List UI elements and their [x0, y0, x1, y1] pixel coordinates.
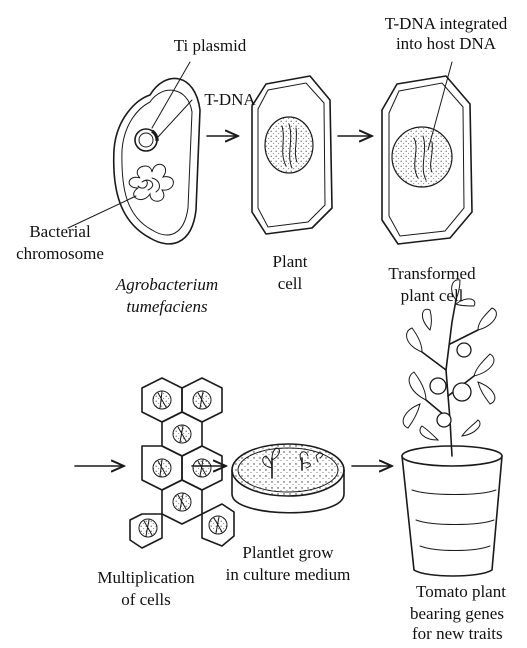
plantlet-label-line2: in culture medium: [224, 565, 352, 585]
tomato-plant-label-line1: Tomato plant: [416, 582, 526, 602]
petri-dish: [232, 444, 344, 513]
ti-plasmid-icon: [135, 129, 157, 151]
agrobacterium-label-line1: Agrobacterium: [92, 275, 242, 295]
transformed-cell-label-line2: plant cell: [370, 286, 494, 306]
bacterial-chromosome-label-line2: chromosome: [4, 244, 116, 264]
tomato-plant-label-line3: for new traits: [412, 624, 526, 644]
tomato-plant-label-line2: bearing genes: [410, 604, 526, 624]
agrobacterium-cell: [114, 78, 200, 243]
t-dna-integrated-label-line2: into host DNA: [368, 34, 524, 54]
multiplication-label-line2: of cells: [86, 590, 206, 610]
tomato-plant: [402, 280, 502, 576]
plant-cell-label-line2: cell: [250, 274, 330, 294]
agrobacterium-label-line2: tumefaciens: [92, 297, 242, 317]
multiplication-label-line1: Multiplication: [86, 568, 206, 588]
plant-cell-label-line1: Plant: [250, 252, 330, 272]
cell-cluster: [130, 378, 234, 548]
t-dna-integrated-label-line1: T-DNA integrated: [368, 14, 524, 34]
transformed-cell-label-line1: Transformed: [370, 264, 494, 284]
ti-plasmid-label: Ti plasmid: [140, 36, 280, 56]
plantlet-label-line1: Plantlet grow: [226, 543, 350, 563]
transformed-plant-cell: [382, 76, 472, 244]
t-dna-label: T-DNA: [190, 90, 270, 110]
bacterial-chromosome-label-line1: Bacterial: [10, 222, 110, 242]
